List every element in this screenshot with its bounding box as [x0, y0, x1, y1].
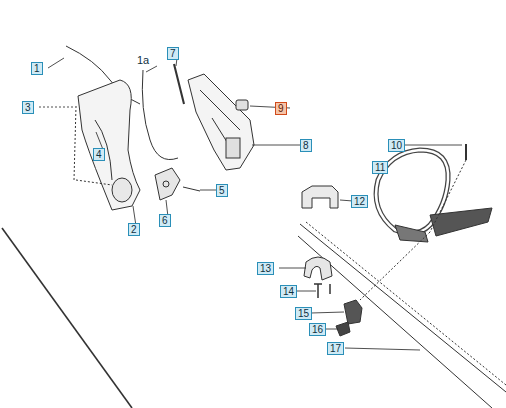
callout-number: 8 — [300, 139, 312, 152]
callout-number: 14 — [280, 285, 297, 298]
callout-number: 2 — [128, 223, 140, 236]
callout-number: 9 — [275, 102, 287, 115]
callout-number: 6 — [159, 214, 171, 227]
callout-number: 13 — [257, 262, 274, 275]
callout-number: 3 — [22, 101, 34, 114]
callout-number: 4 — [93, 148, 105, 161]
callout-number: 1a — [134, 54, 152, 67]
callout-number: 5 — [216, 184, 228, 197]
callout-number: 15 — [295, 307, 312, 320]
callout-number: 10 — [388, 139, 405, 152]
callout-number: 11 — [372, 161, 388, 174]
callout-number: 17 — [327, 342, 344, 355]
callout-number: 16 — [309, 323, 326, 336]
callout-number: 12 — [351, 195, 368, 208]
callout-number: 7 — [167, 47, 179, 60]
callout-number: 1 — [31, 62, 43, 75]
